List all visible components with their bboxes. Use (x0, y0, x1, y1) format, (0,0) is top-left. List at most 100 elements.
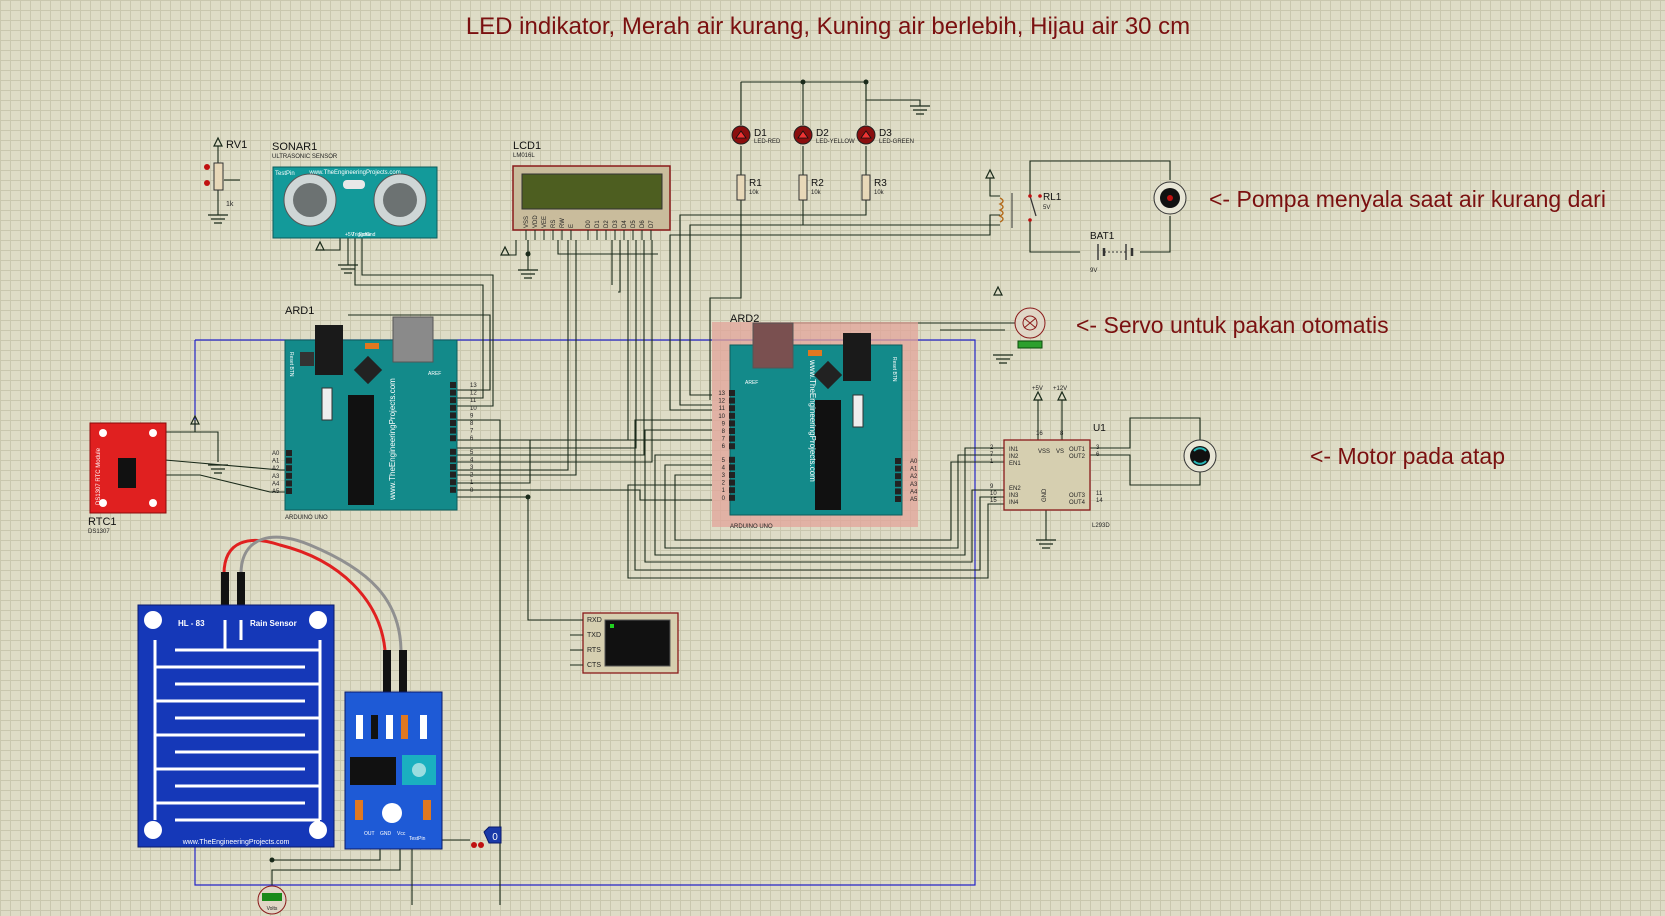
lcd-pin-8: D2 (604, 220, 610, 228)
roof-motor[interactable] (1183, 439, 1217, 473)
ard1-d1: 12 (470, 391, 477, 397)
u1-out1: OUT1 (1069, 447, 1086, 453)
lcd-pin-11: D5 (631, 220, 637, 228)
ard1-d9: 4 (470, 457, 474, 463)
servo-annotation: <- Servo untuk pakan otomatis (1076, 312, 1389, 338)
rain-sensor-module[interactable]: OUT GND Vcc TestPin (344, 650, 443, 850)
u1-num-out2: 6 (1096, 452, 1100, 458)
ard1-d0: 13 (470, 383, 477, 389)
ard1-d10: 3 (470, 465, 474, 471)
ard2-d1: 12 (718, 399, 725, 405)
u1-vs-num: 8 (1060, 431, 1064, 437)
led-d2[interactable]: D2 LED-YELLOW (793, 125, 855, 145)
ard2-d4: 9 (722, 421, 726, 427)
ard2-d0: 13 (718, 391, 725, 397)
d3-type: LED-GREEN (879, 139, 914, 145)
u1-out3: OUT3 (1069, 493, 1086, 499)
ard1-d13: 0 (470, 488, 474, 494)
ard2-d13: 0 (722, 496, 726, 502)
ard2-label: ARD2 (730, 313, 759, 325)
lcd-pin-9: D3 (613, 220, 619, 228)
u1-in4: IN4 (1009, 500, 1019, 506)
ard2-type: ARDUINO UNO (730, 524, 773, 530)
motor-driver-u1[interactable]: U1 +5V +12V VSS VS 16 8 GND L293D IN12IN… (990, 386, 1110, 529)
sonar-pin-trigger: Trigger (352, 232, 368, 238)
rl1-label: RL1 (1043, 192, 1062, 203)
battery-bat1[interactable]: BAT1 9V (1090, 231, 1134, 274)
u1-num-in1: 2 (990, 445, 994, 451)
bat1-label: BAT1 (1090, 231, 1115, 242)
motor-annotation: <- Motor pada atap (1310, 443, 1505, 469)
lcd-pin-13: D7 (649, 220, 655, 228)
arduino-ard2[interactable]: ARD2 Reset BTN AREF www.TheEngineeringPr… (712, 313, 918, 530)
u1-en2: EN2 (1009, 486, 1021, 492)
junction-dots (269, 79, 869, 863)
u1-type: L293D (1092, 523, 1110, 529)
title-annotation: LED indikator, Merah air kurang, Kuning … (466, 13, 1190, 40)
pump-motor[interactable] (1153, 181, 1187, 215)
resistor-r2[interactable]: R2 10k (798, 174, 824, 201)
u1-in3: IN3 (1009, 493, 1019, 499)
u1-in1: IN1 (1009, 447, 1019, 453)
bat1-value: 9V (1090, 268, 1097, 274)
rv1-label: RV1 (226, 139, 247, 151)
ard1-d7: 6 (470, 436, 474, 442)
u1-out2: OUT2 (1069, 454, 1086, 460)
ard1-d5: 8 (470, 421, 474, 427)
rain-module-vcc: Vcc (397, 831, 406, 837)
pump-annotation: <- Pompa menyala saat air kurang dari (1209, 186, 1606, 212)
rl1-value: 5V (1043, 205, 1050, 211)
potentiometer-rv1[interactable]: RV1 1k (204, 139, 247, 208)
u1-in2: IN2 (1009, 454, 1019, 460)
relay-rl1[interactable]: RL1 5V (998, 192, 1062, 228)
ard2-d3: 10 (718, 414, 725, 420)
rtc-module-text: DS1307 RTC Module (96, 447, 102, 505)
logic-probe[interactable]: 0 (471, 826, 502, 848)
lcd-pin-3: RS (551, 220, 557, 228)
rain-module-testpin: TestPin (409, 836, 426, 842)
ard1-a1: A1 (272, 459, 280, 465)
rain-sensor-board[interactable]: HL - 83 Rain Sensor www.TheEngineeringPr… (137, 535, 403, 848)
servo-motor[interactable] (1014, 307, 1046, 349)
led-d3[interactable]: D3 LED-GREEN (856, 125, 914, 145)
ard1-d11: 2 (470, 473, 474, 479)
u1-num-en1: 1 (990, 459, 994, 465)
rtc-type: DS1307 (88, 529, 110, 535)
rtc-module[interactable]: DS1307 RTC Module RTC1 DS1307 (88, 422, 167, 535)
sonar-type: ULTRASONIC SENSOR (272, 154, 338, 160)
ultrasonic-sensor[interactable]: SONAR1 ULTRASONIC SENSOR www.TheEngineer… (272, 141, 438, 239)
rain-sensor-brand: www.TheEngineeringProjects.com (182, 839, 290, 846)
resistor-r1[interactable]: R1 10k (736, 174, 762, 201)
ard1-d3: 10 (470, 406, 477, 412)
r2-label: R2 (811, 178, 824, 189)
ard1-d8: 5 (470, 450, 474, 456)
ard1-d4: 9 (470, 413, 474, 419)
r3-label: R3 (874, 178, 887, 189)
lcd-type: LM016L (513, 153, 535, 159)
ard1-aref: AREF (428, 371, 441, 377)
voltmeter[interactable]: Volts (257, 885, 287, 915)
lcd-pin-12: D6 (640, 220, 646, 228)
resistor-r3[interactable]: R3 10k (861, 174, 887, 201)
ard2-a4: A4 (910, 489, 918, 495)
u1-supply-12v: +12V (1053, 386, 1067, 392)
ard1-d6: 7 (470, 429, 474, 435)
ard2-a3: A3 (910, 482, 918, 488)
led-d1[interactable]: D1 LED-RED (731, 125, 781, 145)
lcd-pin-4: RW (560, 218, 566, 228)
lcd-pin-10: D4 (622, 220, 628, 228)
ard1-reset: Reset BTN (288, 352, 294, 377)
arduino-ard1[interactable]: ARD1 Reset BTN AREF www.TheEngineeringPr… (272, 305, 477, 521)
ard1-label: ARD1 (285, 305, 314, 317)
sonar-pin-gnd: Gnd (366, 232, 376, 238)
terminal-rxd: RXD (587, 617, 602, 624)
